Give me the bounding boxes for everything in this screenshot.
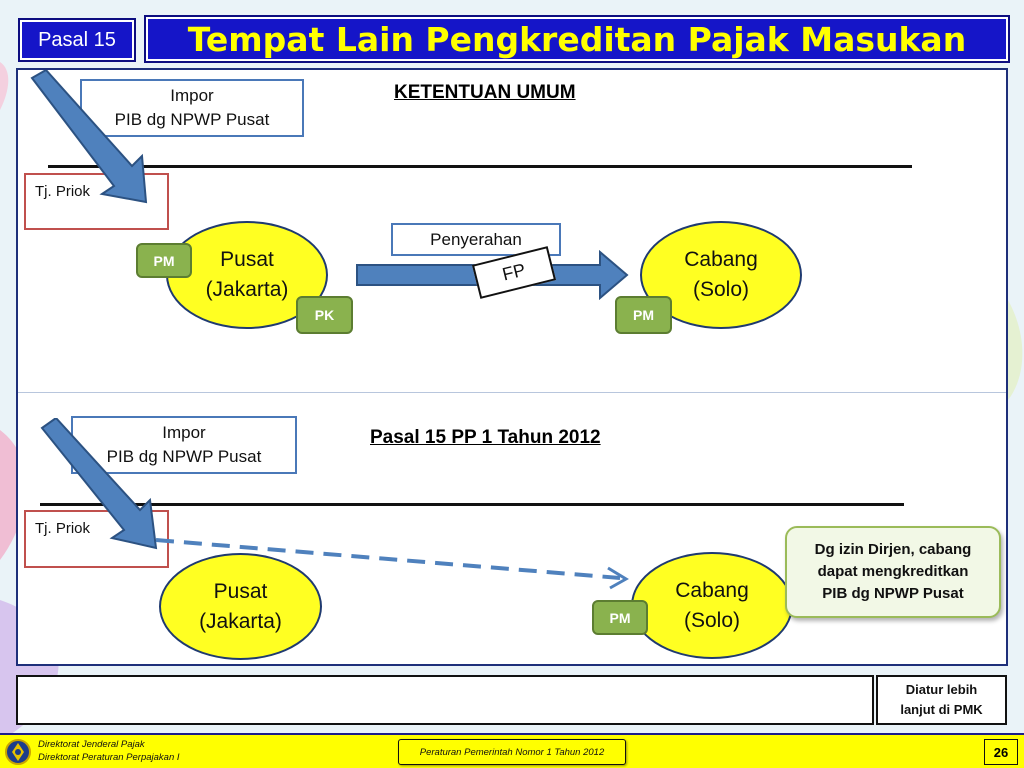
import-arrow-bottom [40, 418, 158, 550]
org-line-1: Direktorat Jenderal Pajak [38, 739, 145, 750]
port-label: Tj. Priok [35, 520, 91, 537]
import-arrow-top [30, 70, 148, 204]
pk-tag-pusat: PK [296, 296, 353, 334]
pusat-jakarta-node-bottom: Pusat (Jakarta) [159, 553, 322, 660]
pib-label: PIB dg NPWP Pusat [114, 110, 270, 129]
note-line-3: PIB dg NPWP Pusat [822, 585, 964, 602]
note-line-2: dapat mengkreditkan [817, 563, 969, 580]
impor-box-top: Impor PIB dg NPWP Pusat [80, 79, 304, 137]
section-divider [18, 392, 1006, 393]
pm-tag-cabang-bottom: PM [592, 600, 648, 635]
solo-label: (Solo) [692, 278, 750, 301]
empty-text-box [16, 675, 874, 725]
pmk-note-line-1: Diatur lebih [905, 682, 978, 697]
port-label: Tj. Priok [35, 183, 91, 200]
pm-tag-cabang: PM [615, 296, 672, 334]
cabang-solo-node-bottom: Cabang (Solo) [631, 552, 793, 659]
footer-regulation: Peraturan Pemerintah Nomor 1 Tahun 2012 [398, 739, 626, 765]
pmk-note-box: Diatur lebih lanjut di PMK [876, 675, 1007, 725]
heading-ketentuan-umum: KETENTUAN UMUM [394, 82, 576, 103]
pm-tag-pusat: PM [136, 243, 192, 278]
org-line-2: Direktorat Peraturan Perpajakan I [38, 752, 180, 763]
solo-label: (Solo) [683, 608, 741, 632]
heading-pasal-15-pp: Pasal 15 PP 1 Tahun 2012 [370, 427, 601, 448]
footer-organization: Direktorat Jenderal Pajak Direktorat Per… [38, 738, 180, 764]
impor-label: Impor [162, 423, 206, 442]
pmk-note-line-2: lanjut di PMK [900, 702, 983, 717]
impor-label: Impor [170, 86, 214, 105]
jakarta-label: (Jakarta) [205, 278, 289, 301]
ministry-logo-icon [5, 739, 31, 765]
dirjen-permission-note: Dg izin Dirjen, cabang dapat mengkreditk… [785, 526, 1001, 618]
pib-label: PIB dg NPWP Pusat [106, 447, 262, 466]
pusat-label: Pusat [220, 248, 274, 271]
note-line-1: Dg izin Dirjen, cabang [814, 541, 972, 558]
jakarta-label: (Jakarta) [199, 609, 282, 633]
penyerahan-box: Penyerahan [391, 223, 561, 256]
horizontal-rule-top [48, 165, 912, 168]
slide-title: Tempat Lain Pengkreditan Pajak Masukan [144, 15, 1010, 63]
cabang-label: Cabang [675, 578, 749, 602]
pasal-badge: Pasal 15 [18, 18, 136, 62]
cabang-label: Cabang [684, 248, 758, 271]
page-number: 26 [984, 739, 1018, 765]
horizontal-rule-bottom [40, 503, 904, 506]
dashed-credit-arrow [155, 538, 629, 590]
pusat-label: Pusat [213, 579, 268, 603]
